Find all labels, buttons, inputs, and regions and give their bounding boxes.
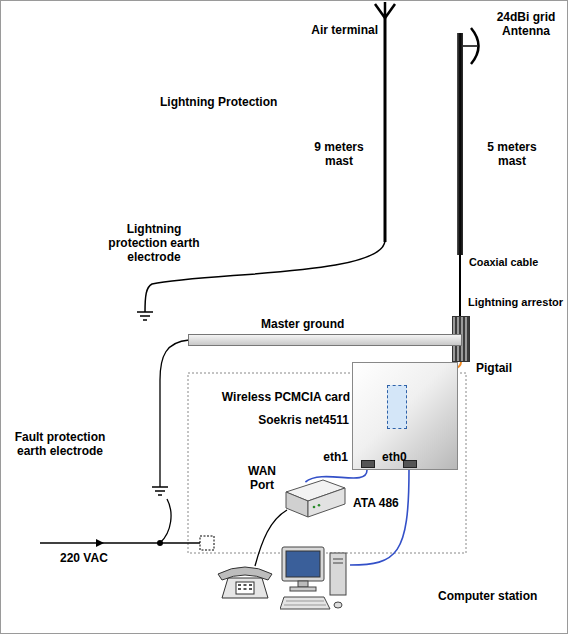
node-label: Lightning arrestor	[468, 295, 563, 309]
mains-line	[40, 542, 200, 543]
computer-outline	[284, 601, 326, 605]
callout-label: 24dBi grid Antenna	[488, 10, 564, 38]
ground-symbol	[155, 490, 165, 492]
ethernet-port	[361, 460, 375, 468]
telephone	[249, 584, 252, 586]
telephone	[218, 567, 272, 580]
edge-label: Pigtail	[474, 361, 514, 375]
ground-symbol	[143, 319, 147, 321]
coaxial-cable	[459, 255, 461, 318]
computer-outline	[286, 551, 320, 577]
ground-symbol	[152, 486, 168, 488]
ata-device: WAN PortATA 486	[283, 476, 347, 522]
fault-ground-wire	[160, 340, 189, 487]
telephone	[249, 588, 252, 590]
ata-outline	[286, 492, 308, 517]
callout-label: 9 meters mast	[303, 140, 375, 168]
ata-outline	[313, 506, 316, 509]
down-conductor	[145, 240, 385, 312]
ata-outline	[308, 488, 345, 517]
computer-outline	[280, 597, 330, 609]
grid-antenna	[463, 28, 479, 64]
node-label: Computer station	[438, 589, 537, 603]
ethernet-cable	[305, 470, 367, 482]
node-label: Soekris net4511	[258, 413, 349, 427]
callout-label: Coaxial cable	[469, 255, 564, 269]
ata-outline	[318, 504, 321, 507]
ground-symbol	[158, 494, 162, 496]
callout-label: eth0	[382, 450, 412, 464]
node-label: ATA 486	[353, 496, 399, 510]
computer-outline	[333, 559, 343, 560]
antenna-mast	[457, 33, 463, 255]
ground-symbol	[137, 311, 153, 313]
callout-label: eth1	[318, 450, 348, 464]
master-ground-bar: Master ground	[188, 334, 462, 346]
callout-label: 5 meters mast	[476, 140, 548, 168]
callout-label: 220 VAC	[60, 551, 130, 565]
ata-outline	[283, 476, 347, 522]
ground-symbol	[137, 312, 153, 320]
grid-antenna	[463, 45, 477, 47]
telephone	[218, 567, 272, 598]
telephone	[244, 584, 247, 586]
computer-station: Computer station	[280, 545, 350, 613]
telephone	[238, 584, 241, 586]
computer-outline	[282, 547, 324, 581]
telephone	[244, 588, 247, 590]
mains-arrow	[96, 539, 104, 547]
computer-outline	[334, 602, 342, 608]
computer-outline	[290, 587, 316, 591]
computer-outline	[280, 545, 350, 613]
junction-dot	[157, 540, 163, 546]
telephone	[238, 584, 252, 590]
lightning-mast	[384, 16, 387, 242]
telephone	[236, 582, 254, 594]
node-label: Master ground	[261, 317, 344, 331]
ethernet-cable	[350, 470, 409, 565]
air-terminal	[375, 2, 395, 18]
power-outlet	[200, 536, 214, 550]
ground-symbol	[152, 487, 168, 495]
telephone	[238, 588, 241, 590]
computer-outline	[330, 553, 346, 595]
callout-label: Lightning protection earth electrode	[100, 222, 208, 264]
pcmcia-card: Wireless PCMCIA card	[387, 385, 407, 429]
node-label: WAN Port	[244, 464, 280, 492]
computer-outline	[298, 581, 308, 587]
callout-label: Lightning Protection	[160, 95, 310, 109]
ground-symbol	[140, 315, 150, 317]
air-terminal	[375, 2, 395, 18]
node-label: Wireless PCMCIA card	[222, 390, 350, 404]
callout-label: Air terminal	[290, 23, 378, 37]
neutral-bond-wire	[160, 499, 171, 543]
telephone	[222, 578, 268, 598]
computer-outline	[333, 563, 343, 564]
callout-label: Fault protection earth electrode	[4, 430, 116, 458]
